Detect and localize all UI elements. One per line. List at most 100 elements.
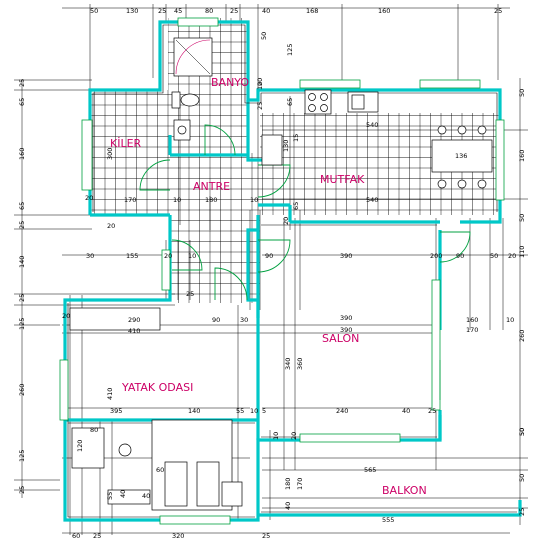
dim-interior: 120 xyxy=(76,440,84,452)
stove xyxy=(304,89,332,115)
dim-interior: 390 xyxy=(340,252,352,260)
dim-interior: 290 xyxy=(128,316,140,324)
door-antre xyxy=(214,267,248,301)
dim-interior: 410 xyxy=(128,327,140,335)
dim-interior: 10 xyxy=(256,82,264,90)
dim-right: 50 xyxy=(518,89,526,97)
bed xyxy=(151,419,233,511)
door-salon xyxy=(257,239,291,273)
dim-top: 168 xyxy=(306,7,318,15)
dim-top: 80 xyxy=(205,7,213,15)
dim-interior: 40 xyxy=(402,407,410,415)
label-antre: ANTRE xyxy=(193,180,230,193)
door-banyo xyxy=(204,124,236,156)
door-mutfak-balkon xyxy=(439,231,471,263)
kitchen-counter xyxy=(261,134,283,166)
dim-interior: 20 xyxy=(62,312,70,320)
dim-interior: 200 xyxy=(430,252,442,260)
dim-interior: 390 xyxy=(340,314,352,322)
dim-interior: 90 xyxy=(265,252,273,260)
toilet-tank xyxy=(171,91,181,109)
dim-interior: 160 xyxy=(466,316,478,324)
door-kiler xyxy=(139,159,171,191)
label-balkon: BALKON xyxy=(382,484,427,497)
dim-interior: 55 xyxy=(236,407,244,415)
dim-left: 160 xyxy=(18,148,26,160)
dimension-chain-right: 50 160 50 110 260 50 50 25 xyxy=(518,89,526,516)
dim-right: 110 xyxy=(518,246,526,258)
dim-left: 25 xyxy=(18,294,26,302)
dim-left: 65 xyxy=(18,202,26,210)
dim-interior: 25 xyxy=(256,102,264,110)
dim-interior: 170 xyxy=(466,326,478,334)
dim-interior: 65 xyxy=(286,98,294,106)
window-mutfak-top xyxy=(299,79,361,89)
dim-top: 45 xyxy=(174,7,182,15)
interior-dimensions: 50 125 20 65 10 25 540 540 130 15 20 65 … xyxy=(62,32,526,510)
dim-left: 140 xyxy=(18,256,26,268)
label-mutfak: MUTFAK xyxy=(320,173,365,186)
dimension-chain-top: 50 130 25 45 80 25 40 168 160 25 xyxy=(90,7,502,15)
dim-interior: 155 xyxy=(126,252,138,260)
dim-left: 25 xyxy=(18,486,26,494)
dim-right: 160 xyxy=(518,150,526,162)
dim-right: 50 xyxy=(518,214,526,222)
label-salon: SALON xyxy=(322,332,359,345)
dim-interior: 30 xyxy=(86,252,94,260)
dim-interior: 20 xyxy=(107,222,115,230)
dim-interior: 10 xyxy=(250,407,258,415)
dim-interior: 90 xyxy=(456,252,464,260)
dim-interior: 30 xyxy=(240,316,248,324)
dim-interior: 565 xyxy=(364,466,376,474)
door-yatak xyxy=(171,239,203,271)
dim-interior: 170 xyxy=(124,196,136,204)
label-banyo: BANYO xyxy=(211,76,249,89)
window-kiler xyxy=(81,119,93,191)
window-yatak-left xyxy=(59,359,69,421)
dim-interior: 40 xyxy=(142,492,150,500)
dim-interior: 10 xyxy=(173,196,181,204)
dim-interior: 20 xyxy=(85,194,93,202)
dim-interior: 20 xyxy=(290,432,298,440)
dim-interior: 20 xyxy=(256,78,264,86)
dim-interior: 20 xyxy=(282,217,290,225)
dim-interior: 10 xyxy=(188,252,196,260)
dimension-chain-bottom: 60 25 320 555 25 xyxy=(72,516,394,540)
dim-interior: 540 xyxy=(366,121,378,129)
wardrobe xyxy=(69,307,161,331)
dim-top: 50 xyxy=(90,7,98,15)
dim-interior: 136 xyxy=(455,152,467,160)
dim-bottom: 60 xyxy=(72,532,80,540)
dim-interior: 10 xyxy=(272,432,280,440)
dim-interior: 65 xyxy=(292,202,300,210)
window-banyo xyxy=(177,17,219,27)
dim-top: 160 xyxy=(378,7,390,15)
dim-interior: 60 xyxy=(156,466,164,474)
label-yatak-odasi: YATAK ODASI xyxy=(121,381,193,394)
dim-right: 50 xyxy=(518,428,526,436)
dim-top: 25 xyxy=(158,7,166,15)
dim-interior: 130 xyxy=(282,140,290,152)
dim-bottom: 555 xyxy=(382,516,394,524)
dim-bottom: 320 xyxy=(172,532,184,540)
dim-interior: 15 xyxy=(292,134,300,142)
dim-bottom: 25 xyxy=(93,532,101,540)
dim-interior: 40 xyxy=(119,490,127,498)
dim-interior: 410 xyxy=(106,388,114,400)
dim-interior: 40 xyxy=(284,502,292,510)
dim-interior: 5 xyxy=(262,407,266,415)
window-yatak-bottom xyxy=(159,515,231,525)
kiler-floor xyxy=(90,90,170,215)
door-mutfak xyxy=(257,164,291,198)
room-labels: BANYO KİLER ANTRE MUTFAK SALON YATAK ODA… xyxy=(110,76,427,497)
dimension-chain-left: 25 65 160 65 25 140 25 125 260 125 25 xyxy=(18,79,26,494)
toilet-bowl xyxy=(180,93,200,107)
dim-interior: 50 xyxy=(260,32,268,40)
dim-left: 125 xyxy=(18,450,26,462)
dim-interior: 55 xyxy=(106,492,114,500)
dim-interior: 50 xyxy=(490,252,498,260)
dim-interior: 395 xyxy=(110,407,122,415)
dim-right: 50 xyxy=(518,474,526,482)
window-mutfak-top-2 xyxy=(419,79,481,89)
